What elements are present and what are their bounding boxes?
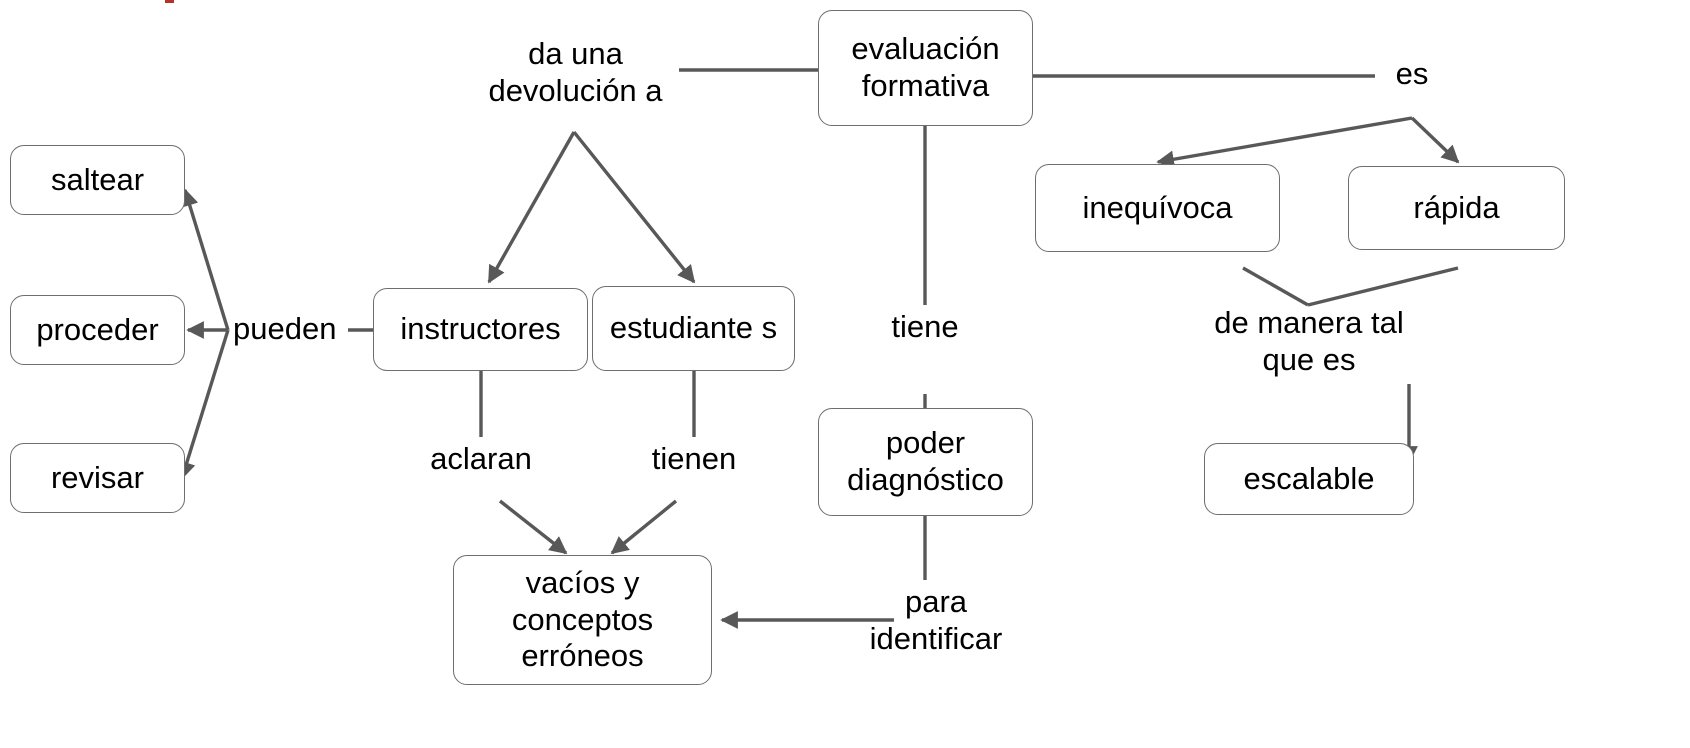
edge-tienen-to-vacios xyxy=(610,499,678,555)
node-label: instructores xyxy=(400,311,561,347)
node-instructores[interactable]: instructores xyxy=(373,288,588,371)
link-label-da-una-devolucion-a: da una devolución a xyxy=(488,36,663,108)
cropped-text-fleck xyxy=(165,0,174,3)
node-label: estudiante s xyxy=(609,310,778,346)
node-saltear[interactable]: saltear xyxy=(10,145,185,215)
edge-aclaran-to-vacios xyxy=(498,499,568,555)
edge-rapida-to-de-manera-tal xyxy=(1307,266,1459,307)
node-label: inequívoca xyxy=(1082,189,1233,225)
node-inequivoca[interactable]: inequívoca xyxy=(1035,164,1280,252)
node-label: revisar xyxy=(50,459,144,495)
node-proceder[interactable]: proceder xyxy=(10,295,185,365)
link-label-es: es xyxy=(1395,56,1429,91)
edge-pueden-to-revisar xyxy=(178,329,230,480)
node-label: escalable xyxy=(1243,460,1375,496)
link-label-aclaran: aclaran xyxy=(430,441,532,476)
node-revisar[interactable]: revisar xyxy=(10,443,185,513)
edge-pueden-to-saltear xyxy=(181,188,230,331)
node-label: saltear xyxy=(50,161,145,197)
link-label-de-manera-tal-que-es: de manera tal que es xyxy=(1214,305,1404,377)
edge-inequivoca-to-de-manera-tal xyxy=(1242,266,1309,307)
node-poder-diagnostico[interactable]: poder diagnóstico xyxy=(818,408,1033,516)
node-vacios-conceptos-erroneos[interactable]: vacíos y conceptos erróneos xyxy=(453,555,712,685)
node-label: poder diagnóstico xyxy=(847,425,1004,497)
edge-devolucion-to-estudiantes xyxy=(572,130,696,284)
node-label: evaluación formativa xyxy=(851,31,1000,103)
node-rapida[interactable]: rápida xyxy=(1348,166,1565,250)
node-escalable[interactable]: escalable xyxy=(1204,443,1414,515)
node-label: rápida xyxy=(1413,189,1500,225)
edge-devolucion-to-instructores xyxy=(487,131,576,284)
node-estudiantes[interactable]: estudiante s xyxy=(592,286,795,371)
node-label: proceder xyxy=(36,311,159,347)
link-label-pueden: pueden xyxy=(233,311,337,346)
link-label-para-identificar: para identificar xyxy=(869,584,1003,656)
edge-es-to-rapida xyxy=(1410,116,1460,164)
node-label: vacíos y conceptos erróneos xyxy=(511,565,654,674)
link-label-tiene: tiene xyxy=(891,309,959,344)
link-label-tienen: tienen xyxy=(651,441,737,476)
edge-es-to-inequivoca xyxy=(1156,116,1413,168)
node-evaluacion-formativa[interactable]: evaluación formativa xyxy=(818,10,1033,126)
